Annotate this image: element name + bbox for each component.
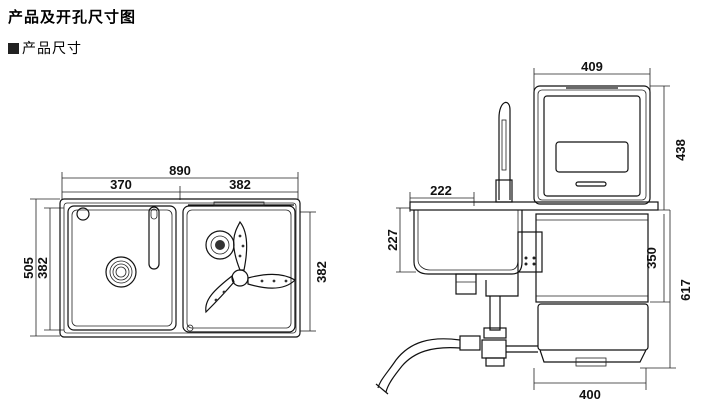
dishwasher-window: [555, 141, 629, 173]
faucet-top-icon: [148, 206, 160, 270]
faucet-hole-icon: [76, 207, 90, 221]
dim-bowl-depth: 382: [35, 257, 50, 279]
left-bowl: [67, 205, 177, 331]
drain-icon: [105, 256, 137, 288]
dim-right-depth: 382: [314, 261, 329, 283]
sink-outline: [59, 198, 301, 338]
drain-pipe: [375, 272, 538, 395]
disposer-unit: [537, 303, 649, 351]
subtitle-text: 产品尺寸: [22, 41, 82, 57]
cabinet-body: [535, 213, 649, 303]
countertop: [409, 201, 659, 211]
dim-cabinet-height: 350: [644, 247, 659, 269]
dim-basin-height: 227: [385, 229, 400, 251]
dimension-438: 438: [650, 85, 688, 211]
dim-total-height: 617: [678, 279, 693, 301]
dim-left-bowl-width: 370: [110, 177, 132, 192]
dishwasher-body: [533, 85, 651, 205]
dimension-222: 222: [409, 183, 475, 212]
dishwasher-handle: [575, 181, 607, 187]
section-subtitle: 产品尺寸: [8, 38, 82, 58]
dimension-bowls: 370 382: [62, 177, 298, 200]
dim-basin-width: 222: [430, 183, 452, 198]
dim-dishwasher-height: 438: [673, 139, 688, 161]
basin: [413, 210, 523, 275]
top-view: 890 370 382 505 382 382: [21, 163, 329, 338]
dim-total-width: 890: [169, 163, 191, 178]
filled-square-icon: [8, 43, 19, 54]
dimension-right-depth: 382: [300, 211, 329, 332]
dim-right-bowl-width: 382: [229, 177, 251, 192]
page-title: 产品及开孔尺寸图: [8, 8, 137, 26]
dimension-227: 227: [385, 207, 416, 273]
disposer-icon: [205, 220, 296, 314]
dimension-depth: 505 382: [21, 198, 64, 337]
faucet-icon: [495, 101, 513, 203]
dim-bottom-width: 400: [579, 387, 601, 402]
side-view: 409 438 350 617 400: [375, 59, 693, 402]
dimension-400: 400: [533, 368, 647, 402]
dim-total-depth: 505: [21, 257, 36, 279]
control-box: [517, 231, 543, 273]
dimension-409: 409: [533, 59, 651, 92]
dim-dishwasher-width: 409: [581, 59, 603, 74]
dimension-890: 890: [61, 163, 299, 200]
